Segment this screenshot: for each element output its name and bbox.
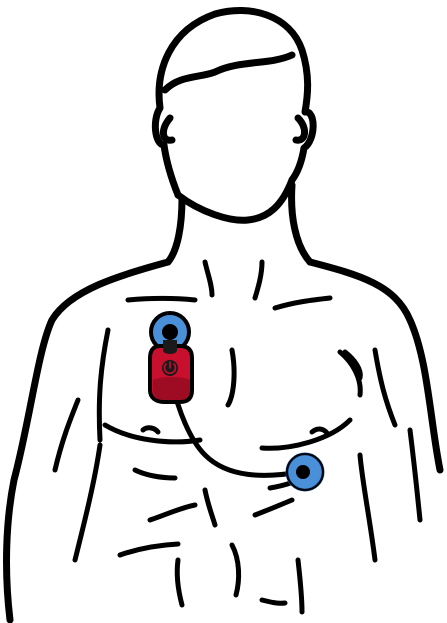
monitor-device (150, 340, 192, 402)
power-icon (162, 360, 178, 376)
lower-electrode-patch (287, 454, 323, 490)
torso-outline (7, 262, 440, 620)
body-detail-lines (55, 262, 420, 612)
head-outline (155, 10, 313, 262)
